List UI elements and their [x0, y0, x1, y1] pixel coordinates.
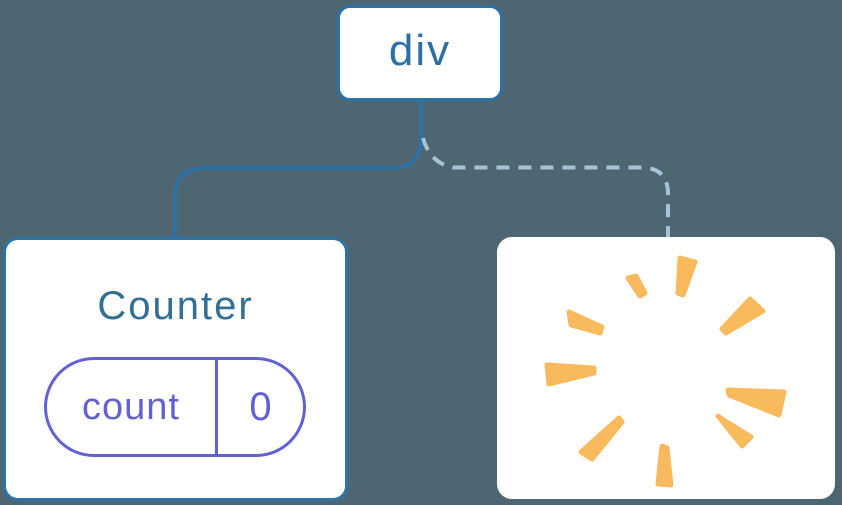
state-value-cell: 0	[218, 360, 303, 454]
counter-component-card: Counter count 0	[3, 237, 348, 501]
root-node-label: div	[388, 26, 452, 75]
state-pill: count 0	[44, 357, 306, 457]
root-node-div: div	[337, 5, 503, 101]
dashed-link-line	[421, 137, 670, 240]
state-key-label: count	[82, 385, 180, 428]
state-key-cell: count	[47, 360, 218, 454]
removed-component-card	[497, 237, 835, 499]
counter-title: Counter	[97, 284, 254, 328]
solid-link-line	[173, 100, 423, 240]
poof-starburst-icon	[544, 255, 787, 488]
state-value: 0	[249, 384, 272, 429]
